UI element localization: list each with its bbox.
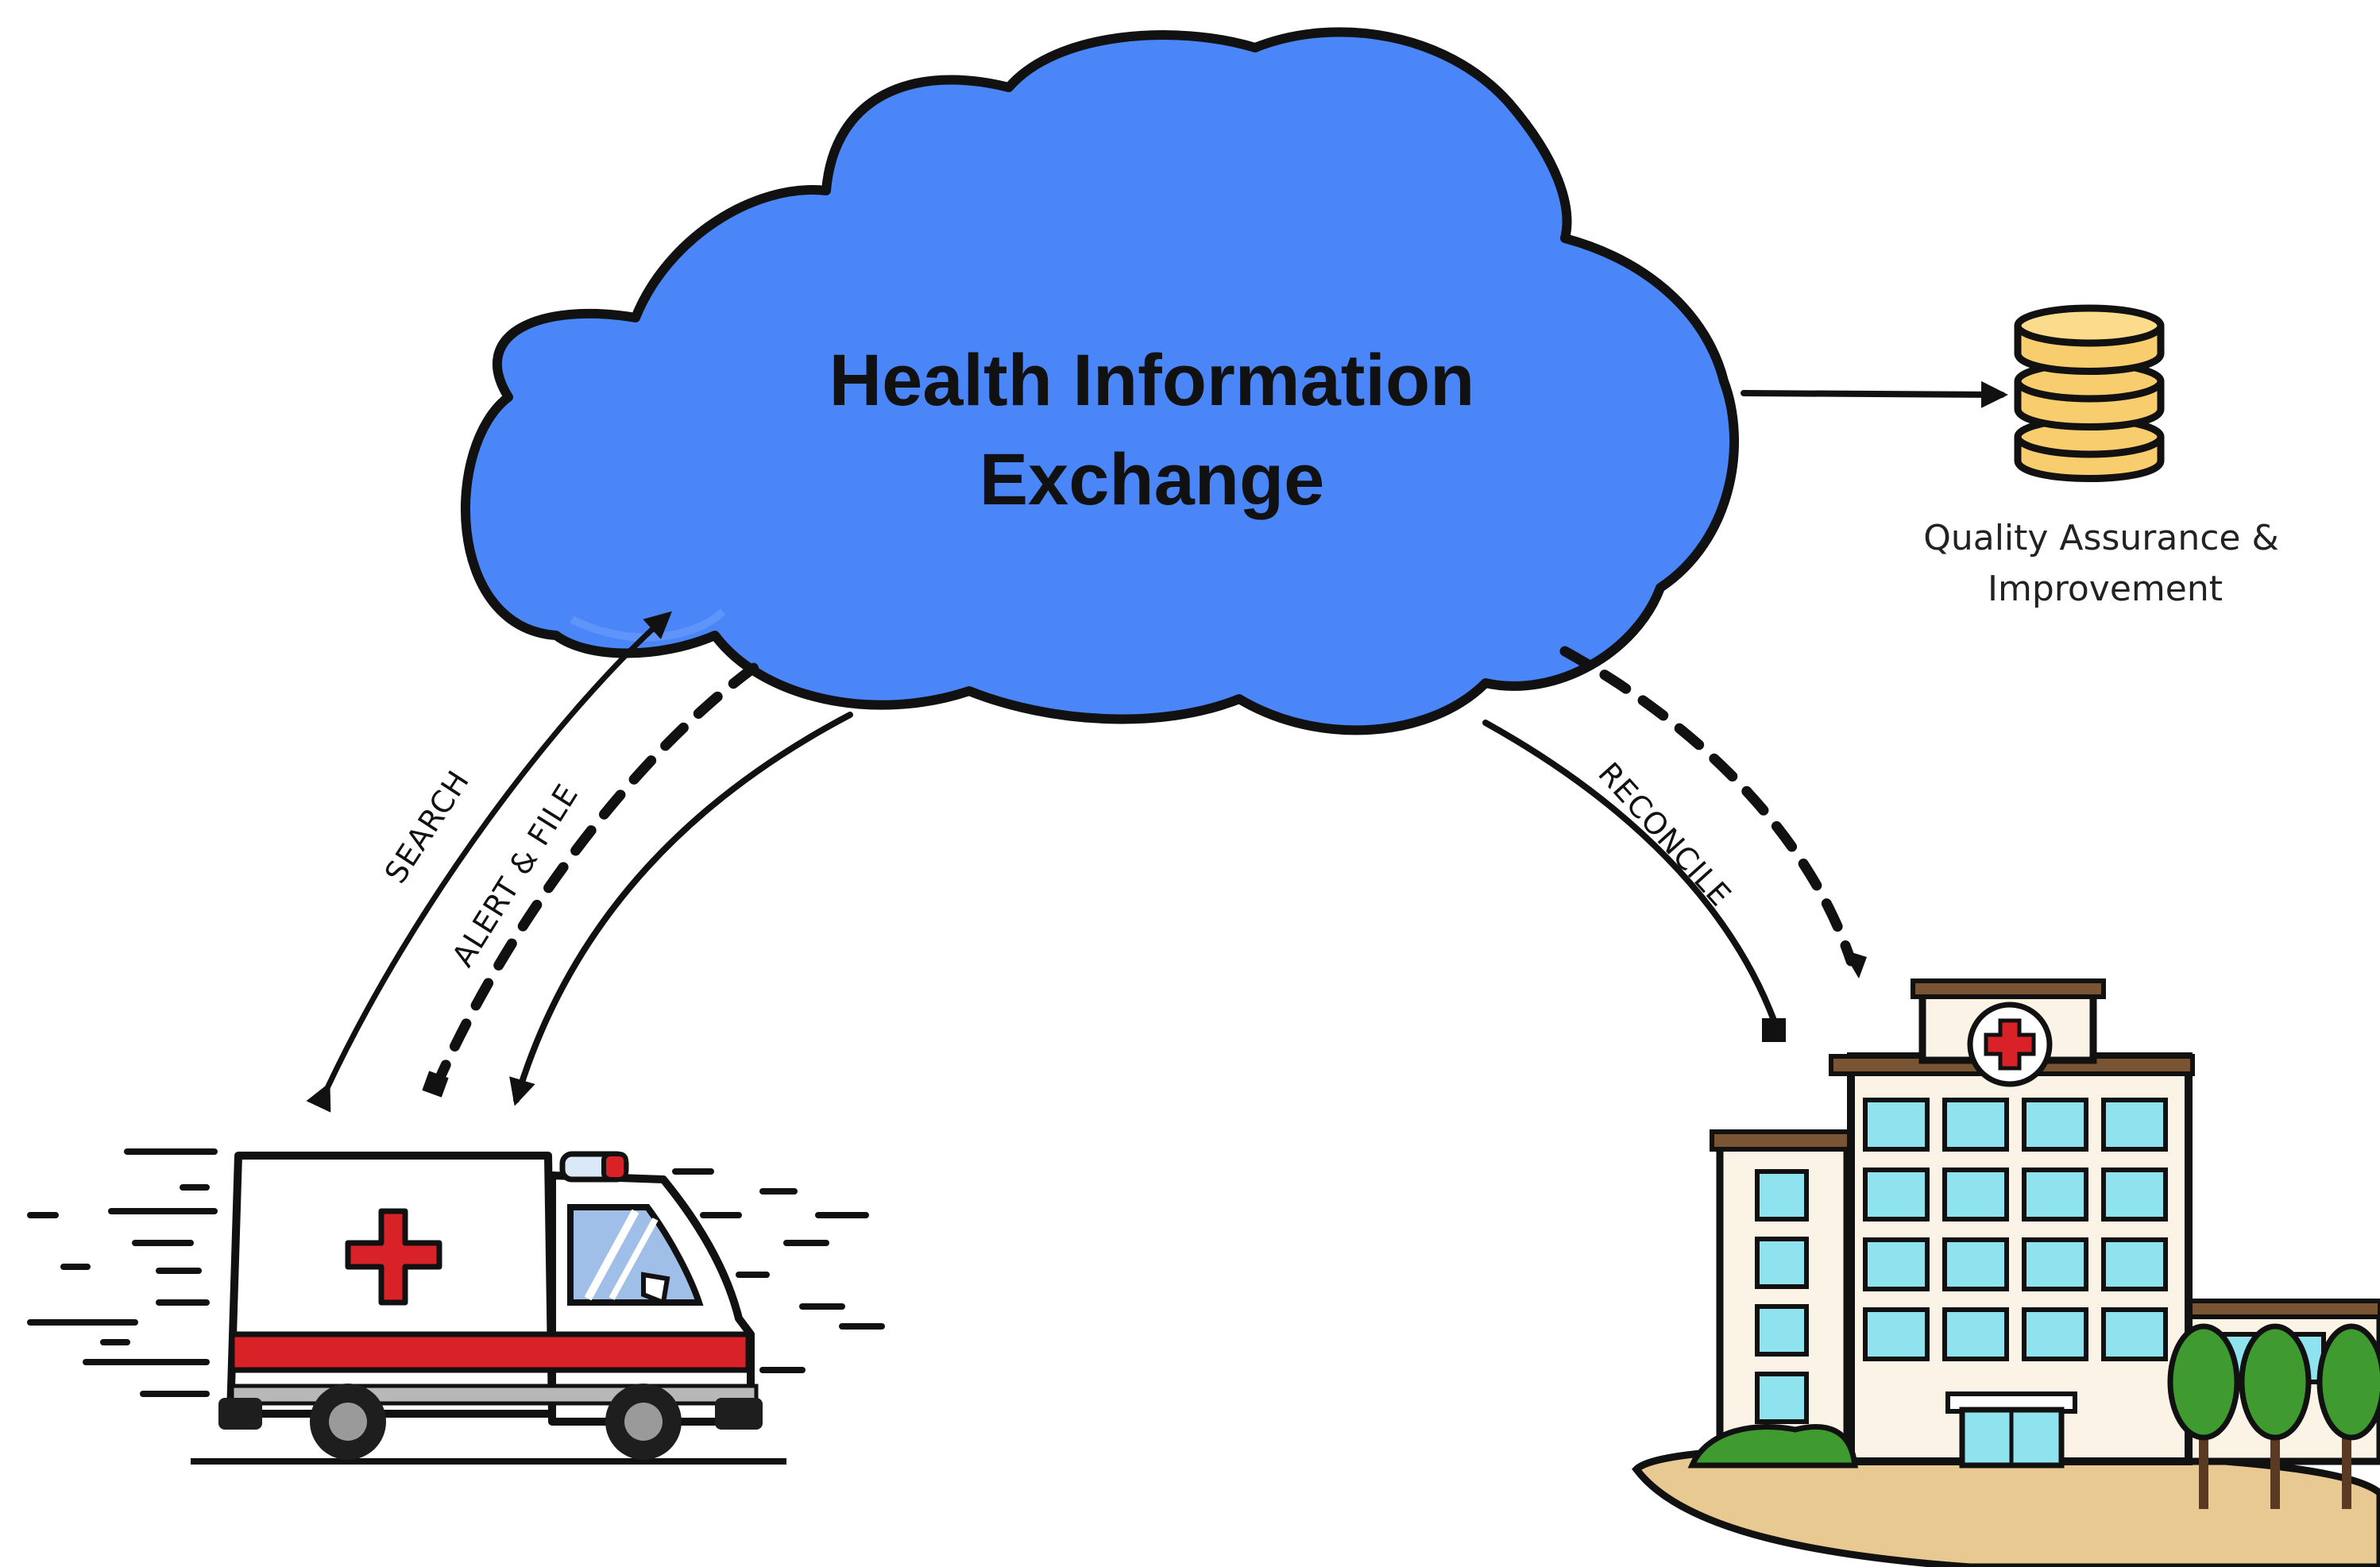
hospital-window (1942, 1098, 2009, 1152)
database-caption-line1: Quality Assurance & (1923, 518, 2279, 558)
reconcile-arrow-label: RECONCILE (1591, 756, 1738, 913)
hospital-window (2022, 1168, 2088, 1222)
hospital-window (1942, 1168, 2009, 1222)
hospital-window (2101, 1098, 2168, 1152)
hospital-windows (1755, 1098, 2168, 1424)
hospital-window (2101, 1307, 2168, 1361)
hospital-window (2101, 1168, 2168, 1222)
hospital-window (1863, 1307, 1930, 1361)
hospital-window (1755, 1304, 1809, 1357)
tree-icon (1687, 1323, 2380, 1509)
hospital-window (2022, 1098, 2088, 1152)
search-arrow-label: SEARCH (378, 764, 477, 890)
hospital-window (1755, 1169, 1809, 1222)
alert-file-arrow (422, 662, 760, 1098)
hospital-window (1863, 1098, 1930, 1152)
arrow-to-database (1741, 380, 2008, 408)
hospital-window (1863, 1237, 1930, 1291)
database-icon (2014, 304, 2165, 482)
hospital-window (1942, 1237, 2009, 1291)
cloud-title-line1: Health Information (829, 340, 1475, 421)
cloud-icon: Health Information Exchange (461, 27, 1739, 735)
hospital-window (2022, 1307, 2088, 1361)
hospital-window (1942, 1307, 2009, 1361)
cloud-to-hospital-dashed-arrow (1559, 646, 1867, 978)
hospital-window (2022, 1237, 2088, 1291)
hospital-window (1863, 1168, 1930, 1222)
cloud-to-ambulance-arrow (509, 712, 853, 1106)
database-caption-line2: Improvement (1988, 569, 2223, 609)
hospital-window (1755, 1372, 1809, 1424)
hospital-entrance (1945, 1391, 2077, 1469)
ambulance-icon (27, 1148, 885, 1465)
cloud-title-line2: Exchange (979, 439, 1325, 520)
search-arrow (306, 611, 672, 1113)
hospital-window (1755, 1237, 1809, 1289)
cloud-shape (461, 27, 1739, 735)
reconcile-arrow (1482, 720, 1786, 1042)
hospital-window (2101, 1237, 2168, 1291)
